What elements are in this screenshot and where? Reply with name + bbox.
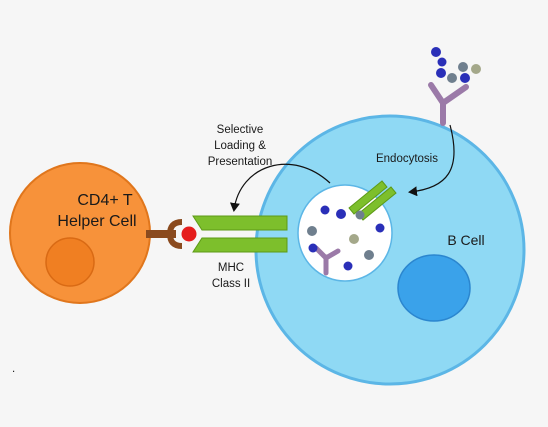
t-cell-label-line1: CD4+ T (77, 192, 133, 209)
mhc-upper-chain (192, 215, 288, 231)
surface-antibody (428, 82, 469, 126)
selective-label-line1: Selective (217, 124, 264, 136)
t-cell-receptor (146, 219, 197, 249)
selective-label-line2: Loading & (214, 140, 266, 152)
b-cell-label: B Cell (447, 232, 484, 248)
presentation-arrow (229, 163, 331, 212)
antigen-fragments (307, 205, 385, 271)
b-cell (254, 114, 526, 386)
selective-label-line3: Presentation (208, 156, 273, 168)
endosome (297, 180, 397, 282)
antigen-cluster (431, 47, 481, 83)
t-cell (9, 162, 151, 304)
mhc-label-line2: Class II (212, 278, 250, 290)
endocytosis-arrow (408, 124, 455, 197)
b-cell-nucleus (397, 254, 471, 322)
mhc-inside-endosome (348, 180, 397, 221)
peptide-dot (181, 226, 197, 242)
tcr-stem (146, 230, 176, 238)
mhc-label-line1: MHC (218, 262, 244, 274)
t-cell-label-line2: Helper Cell (57, 213, 136, 230)
endocytosis-label: Endocytosis (376, 153, 438, 165)
mhc-lower-chain (192, 237, 288, 253)
t-cell-nucleus (45, 237, 95, 287)
tcr-cup (166, 219, 183, 249)
stray-mark: . (12, 363, 15, 375)
mhc-class-ii (192, 215, 288, 253)
internalized-antibody (313, 245, 341, 276)
